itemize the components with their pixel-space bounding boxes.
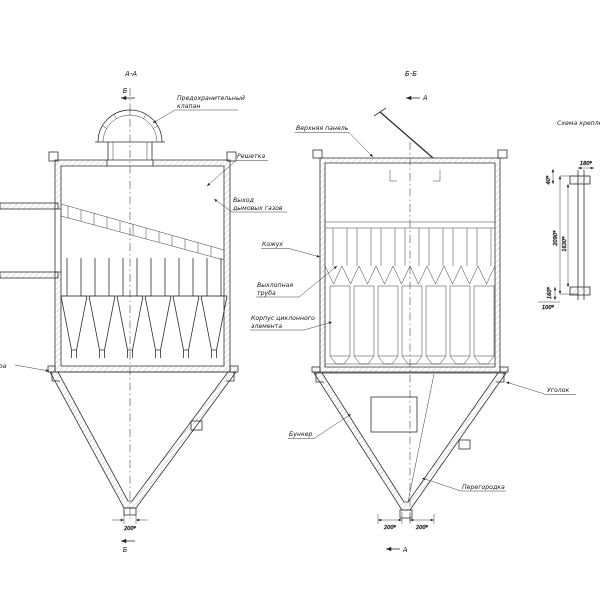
callout-hopper-text: Бункер xyxy=(289,431,312,438)
section-aa-title: А-А xyxy=(124,70,137,78)
callout-cyclone-body: Корпус циклонного элемента xyxy=(250,315,333,331)
bb-cut-letter-bottom: А xyxy=(402,546,408,554)
detail-dimensions: 180* 40* 2090* 1630* 160* 100* xyxy=(538,161,594,311)
bb-cut-letter-top: А xyxy=(422,94,428,102)
callout-safety-valve-line2: клапан xyxy=(177,103,200,110)
callout-hopper: Бункер xyxy=(288,413,352,439)
aa-cut-marker-top: Б xyxy=(121,87,135,101)
aa-dimension-200: 200* xyxy=(112,510,148,532)
grate-louvers xyxy=(60,203,225,261)
callout-safety-valve: Предохранительный клапан xyxy=(152,95,245,124)
roof-lever xyxy=(373,107,434,159)
detail-dim-40: 40* xyxy=(546,175,552,184)
aa-top-flange-right xyxy=(226,151,237,162)
callout-exhaust-pipe-line2: труба xyxy=(257,289,276,297)
aa-cut-letter-top: Б xyxy=(123,87,128,95)
bb-top-flange-right xyxy=(497,149,508,159)
section-bb-title: Б-Б xyxy=(405,70,417,78)
cone-tops-sawtooth xyxy=(324,265,496,285)
aa-support-legs xyxy=(51,372,235,382)
bb-bottom-flange-right xyxy=(499,366,509,373)
callout-support-text: Опора xyxy=(0,363,7,370)
callout-cyclone-body-line2: элемента xyxy=(251,323,282,330)
detail-dim-160: 160* xyxy=(547,286,553,299)
detail-title: Схема крепления xyxy=(557,120,600,127)
aa-dim-200-text: 200* xyxy=(124,526,137,532)
aa-cut-marker-bottom: Б xyxy=(121,538,135,554)
callout-grate: Решетка xyxy=(206,153,268,187)
bb-cone-nozzle xyxy=(458,439,471,450)
callout-casing: Кожух xyxy=(261,241,321,258)
bb-cut-marker-top: А xyxy=(406,94,428,102)
callout-casing-text: Кожух xyxy=(262,241,283,248)
bb-angle-brackets xyxy=(315,373,505,383)
callout-gas-outlet-line2: дымовых газов xyxy=(232,205,283,212)
hopper-partition xyxy=(407,373,435,503)
bb-dim-200-right: 200* xyxy=(416,525,429,531)
callout-top-panel: Верхняя панель xyxy=(295,125,374,158)
detail-dim-2090: 2090* xyxy=(553,230,559,246)
callout-support: Опора xyxy=(0,363,50,372)
callout-grate-text: Решетка xyxy=(237,153,265,160)
aa-cone-nozzle xyxy=(190,420,203,431)
bb-top-flange-left xyxy=(312,149,323,159)
callout-angle-bar-text: Уголок xyxy=(547,387,570,394)
callout-angle-bar: Уголок xyxy=(505,381,576,395)
callout-exhaust-pipe-line1: Выхлопная xyxy=(257,282,293,289)
view-section-aa: А-А Б Б xyxy=(0,70,287,554)
mounting-detail-view: Схема крепления 180* 40* 2090* 1630* 160… xyxy=(538,120,600,311)
bb-dim-200-left: 200* xyxy=(384,525,397,531)
bb-bottom-flange-left xyxy=(311,366,321,373)
safety-valve-dome xyxy=(95,109,165,160)
bb-dust-outlet xyxy=(399,509,413,519)
detail-dim-1630: 1630* xyxy=(562,236,568,252)
hopper-access-door xyxy=(370,396,418,433)
callout-partition: Перегородка xyxy=(421,477,506,492)
gas-inlet-duct xyxy=(0,202,59,279)
aa-cut-letter-bottom: Б xyxy=(123,546,128,554)
callout-gas-outlet: Выход дымовых газов xyxy=(213,197,287,213)
callout-gas-outlet-line1: Выход xyxy=(233,197,254,204)
callout-top-panel-text: Верхняя панель xyxy=(296,125,349,132)
view-section-bb: Б-Б А А xyxy=(250,70,576,554)
detail-dim-100: 100* xyxy=(542,305,555,311)
bb-section-trace xyxy=(389,170,441,182)
bb-dimensions-200: 200* 200* xyxy=(377,512,435,531)
callout-safety-valve-line1: Предохранительный xyxy=(177,95,245,102)
callout-cyclone-body-line1: Корпус циклонного xyxy=(251,315,315,322)
bb-internals xyxy=(324,221,496,365)
bb-cut-marker-bottom: А xyxy=(386,546,408,554)
aa-top-flange-left xyxy=(48,151,59,162)
aa-bottom-flange-right xyxy=(229,365,239,373)
detail-dim-180: 180* xyxy=(580,161,593,167)
detail-channel xyxy=(569,170,591,300)
callout-partition-text: Перегородка xyxy=(462,484,505,491)
callout-exhaust-pipe: Выхлопная труба xyxy=(256,265,338,298)
aa-bottom-flange-left xyxy=(47,365,56,373)
